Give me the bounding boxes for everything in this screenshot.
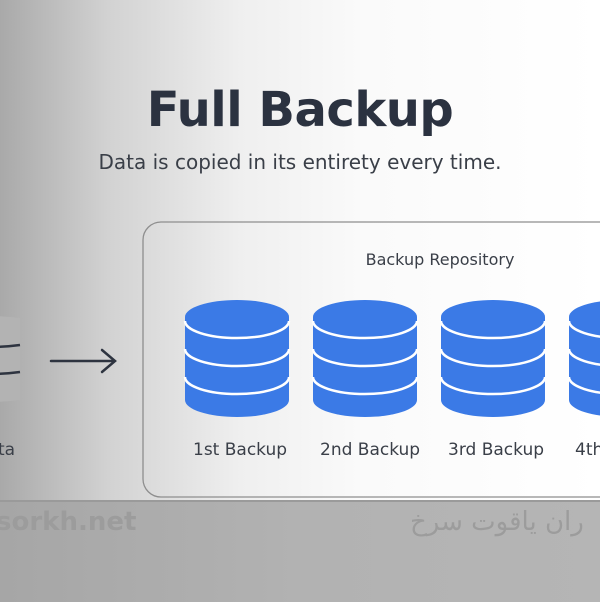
arrow-icon [49, 348, 117, 374]
repository-title: Backup Repository [365, 250, 515, 269]
watermark-left: sorkh.net [0, 507, 137, 537]
backup-database-icon-3 [439, 300, 547, 417]
backup-database-icon-2 [311, 300, 419, 417]
backup-label-1: 1st Backup [193, 440, 288, 460]
backup-label-3: 3rd Backup [448, 440, 545, 460]
backup-label-2: 2nd Backup [320, 440, 421, 460]
source-database-icon [0, 316, 21, 402]
page-subtitle: Data is copied in its entirety every tim… [98, 150, 502, 174]
page-title: Full Backup [146, 82, 454, 138]
backup-database-icon-4 [567, 301, 600, 416]
footer-band [0, 500, 600, 602]
source-label: ta [0, 440, 16, 460]
watermark-right: ران یاقوت سرخ [410, 507, 584, 537]
backup-database-icon-1 [183, 300, 291, 417]
repository-box [142, 221, 600, 498]
backup-label-4: 4th [575, 440, 600, 460]
